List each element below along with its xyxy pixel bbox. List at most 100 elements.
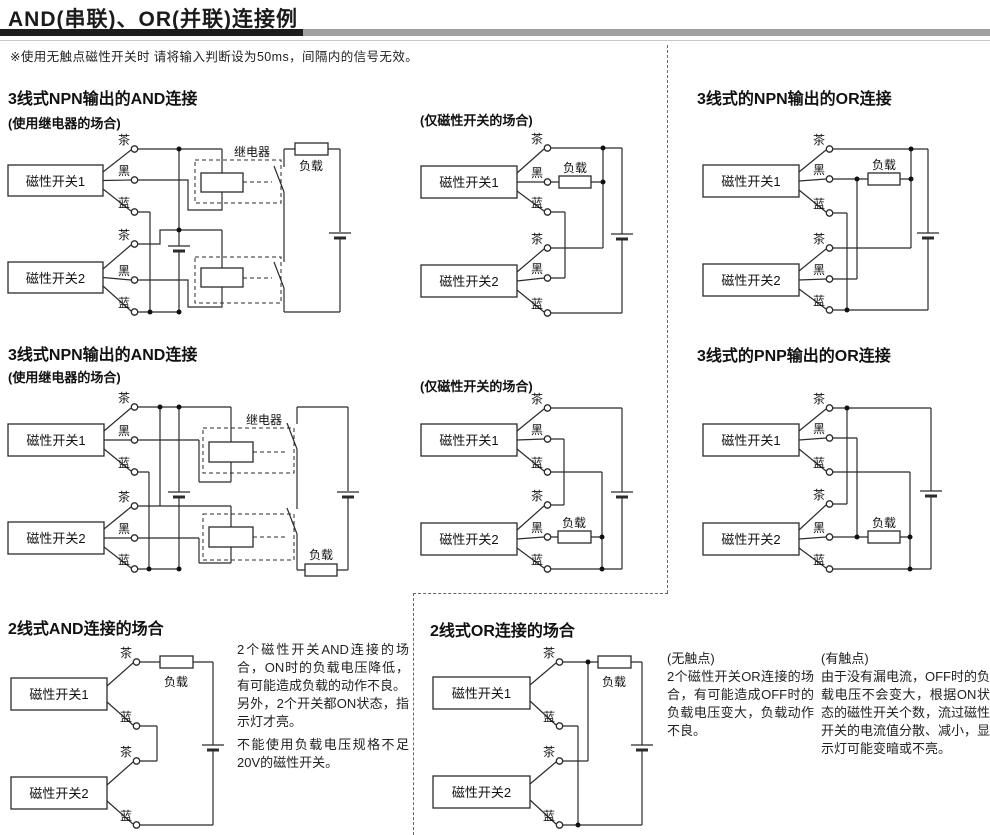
magnetic-switch-1: 磁性开关1 [432, 676, 531, 710]
wire-label-blue: 蓝 [120, 809, 132, 823]
contact-text: 由于没有漏电流，OFF时的负载电压不会变大，根据ON状态的磁性开关个数，流过磁性… [821, 669, 990, 756]
battery-symbol [611, 491, 633, 499]
lead-fan-lines [106, 662, 134, 825]
divider-horizontal-bottom [413, 593, 668, 594]
wire-terminals [130, 403, 139, 573]
junction-dots [844, 405, 913, 572]
wire-labels: 茶 黑 蓝 茶 黑 蓝 [118, 390, 130, 567]
wire-label-black: 黑 [531, 423, 543, 437]
wire-label-brown: 茶 [118, 227, 130, 242]
magnetic-switch-2: 磁性开关2 [420, 522, 518, 556]
divider-vertical-bottom [413, 593, 414, 835]
switch1-label: 磁性开关1 [26, 174, 85, 189]
switch1-label: 磁性开关1 [721, 174, 780, 189]
section-title-row2-left: 3线式NPN输出的AND连接 [8, 347, 198, 364]
section-title-row2-right: 3线式的PNP输出的OR连接 [697, 348, 891, 365]
magnetic-switch-2: 磁性开关2 [7, 521, 105, 555]
wire-labels: 茶 黑 蓝 茶 黑 蓝 [531, 391, 543, 567]
switch2-label: 磁性开关2 [439, 532, 498, 547]
wire-labels: 茶 黑 蓝 茶 黑 蓝 [813, 391, 825, 567]
page-title: AND(串联)、OR(并联)连接例 [8, 8, 298, 31]
note-2wire-and-p3: 不能使用负载电压规格不足20V的磁性开关。 [237, 737, 409, 770]
section-title-row1-left: 3线式NPN输出的AND连接 [8, 91, 198, 108]
magnetic-switch-1: 磁性开关1 [702, 164, 800, 198]
wire-terminals [543, 404, 552, 573]
wire-label-black: 黑 [813, 163, 825, 177]
wire-label-blue: 蓝 [813, 197, 825, 211]
magnetic-switch-2: 磁性开关2 [702, 522, 800, 556]
wire-terminals [825, 404, 834, 573]
relay-label: 继电器 [234, 145, 270, 159]
wire-label-brown: 茶 [120, 744, 132, 759]
wire-terminals [132, 658, 141, 829]
battery-symbol [920, 490, 942, 498]
wire-labels: 茶 蓝 茶 蓝 [120, 645, 132, 823]
wire-terminals [555, 658, 564, 829]
switch1-label: 磁性开关1 [439, 175, 498, 190]
wire-label-brown: 茶 [118, 390, 130, 405]
relay-coil-2 [202, 513, 295, 561]
switch1-label: 磁性开关1 [29, 687, 88, 702]
wire-terminals [543, 144, 552, 317]
junction-dots [844, 146, 914, 313]
wire-label-brown: 茶 [813, 132, 825, 147]
note-2wire-and-p1: 2个磁性开关AND连接的场合，ON时的负载电压降低，有可能造成负载的动作不良。 [237, 642, 409, 693]
section-title-row3-left: 2线式AND连接的场合 [8, 621, 164, 638]
wire-label-blue: 蓝 [813, 553, 825, 567]
wires [138, 148, 223, 313]
switch2-label: 磁性开关2 [29, 786, 88, 801]
wire-label-black: 黑 [813, 521, 825, 535]
note-2wire-and-p2: 另外，2个开关都ON状态，指示灯才亮。 [237, 696, 409, 729]
battery-symbol [917, 232, 939, 240]
load-resistor: 负载 [597, 655, 632, 689]
wire-label-blue: 蓝 [531, 297, 543, 311]
magnetic-switch-1: 磁性开关1 [420, 423, 518, 457]
wire-label-brown: 茶 [813, 231, 825, 246]
note-2wire-and: 2个磁性开关AND连接的场合，ON时的负载电压降低，有可能造成负载的动作不良。 … [237, 641, 409, 772]
switch2-label: 磁性开关2 [26, 271, 85, 286]
wire-label-blue: 蓝 [120, 710, 132, 724]
wire-label-blue: 蓝 [118, 196, 130, 210]
load-label: 负载 [872, 516, 896, 530]
wire-label-blue: 蓝 [118, 553, 130, 567]
wire-labels: 茶 黑 蓝 茶 黑 蓝 [118, 132, 130, 310]
switch1-label: 磁性开关1 [439, 433, 498, 448]
lead-fan-lines [102, 149, 132, 312]
lead-fan-lines [516, 148, 545, 313]
switch2-label: 磁性开关2 [721, 273, 780, 288]
diagram-pnp-or: 磁性开关1 磁性开关2 茶 黑 蓝 茶 黑 蓝 [702, 391, 942, 573]
load-resistor: 负载 [304, 548, 338, 577]
section-sub-row1-mid: (仅磁性开关的场合) [420, 113, 533, 128]
wire-label-blue: 蓝 [813, 456, 825, 470]
battery-symbol [631, 744, 653, 752]
wire-label-brown: 茶 [813, 391, 825, 406]
magnetic-switch-1: 磁性开关1 [702, 423, 800, 457]
wire-terminals [825, 145, 834, 314]
wire-label-brown: 茶 [531, 131, 543, 146]
diagram-npn-and-switches: 磁性开关1 磁性开关2 茶 黑 蓝 茶 黑 蓝 [420, 131, 633, 317]
load-label: 负载 [164, 675, 188, 689]
wire-label-black: 黑 [531, 521, 543, 535]
magnetic-switch-1: 磁性开关1 [7, 423, 105, 457]
wire-labels: 茶 黑 蓝 茶 黑 蓝 [531, 131, 543, 311]
load-resistor: 负载 [159, 655, 194, 689]
lead-fan-lines [529, 662, 557, 825]
wire-labels: 茶 蓝 茶 蓝 [543, 645, 555, 823]
section-title-row3-mid: 2线式OR连接的场合 [430, 623, 575, 640]
no-contact-text: 2个磁性开关OR连接的场合，有可能造成OFF时的负载电压变大，负载动作不良。 [667, 669, 814, 738]
wire-label-black: 黑 [118, 164, 130, 178]
relay-coil-2 [194, 256, 282, 304]
wires [551, 407, 623, 570]
section-title-row1-right: 3线式的NPN输出的OR连接 [697, 91, 892, 108]
diagram-npn-and-relay-2: 磁性开关1 磁性开关2 茶 黑 蓝 茶 黑 蓝 [7, 390, 359, 577]
junction-dots [147, 146, 182, 315]
wire-label-blue: 蓝 [543, 710, 555, 724]
load-resistor: 负载 [867, 158, 901, 186]
diagram-2wire-or: 磁性开关1 磁性开关2 茶 蓝 茶 蓝 [432, 645, 653, 829]
wire-label-black: 黑 [118, 424, 130, 438]
load-resistor: 负载 [867, 516, 901, 544]
magnetic-switch-2: 磁性开关2 [10, 776, 108, 810]
section-sub-row1-left: (使用继电器的场合) [8, 116, 121, 131]
battery-symbol [202, 744, 224, 752]
